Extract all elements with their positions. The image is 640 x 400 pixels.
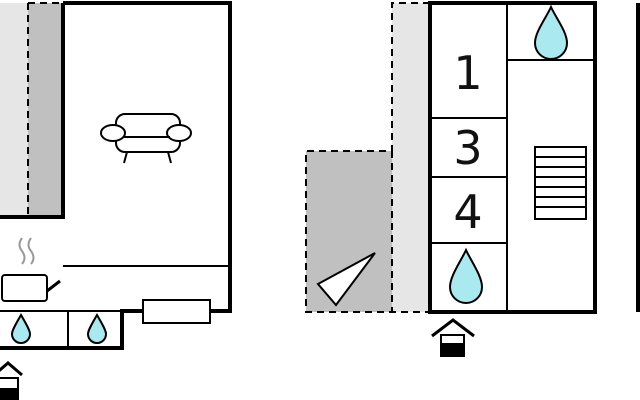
stairs-icon: [534, 146, 587, 220]
sofa-icon: [100, 113, 192, 164]
house-entrance-icon: [431, 318, 475, 357]
middle-floor-walls: [428, 1, 597, 314]
water-drop-icon: [86, 312, 108, 344]
kitchen-worktop: [142, 299, 211, 324]
terrace-dashed-outline: [305, 2, 430, 313]
middle-floor: 1 3 4: [305, 1, 597, 357]
balcony-dark-strip: [28, 3, 63, 217]
terrace-light-strip: [392, 3, 430, 312]
cooking-pot-icon: [1, 237, 61, 302]
balcony-light-strip: [0, 3, 28, 217]
left-floor: [0, 1, 232, 400]
room-number-4: 4: [453, 185, 482, 239]
water-drop-icon: [448, 247, 484, 304]
room-number-3: 3: [453, 121, 482, 175]
terrace-triangle-icon: [316, 252, 376, 307]
room-number-1: 1: [453, 46, 482, 100]
water-drop-icon: [533, 4, 569, 60]
house-entrance-icon: [0, 361, 23, 400]
water-drop-icon: [10, 312, 32, 344]
